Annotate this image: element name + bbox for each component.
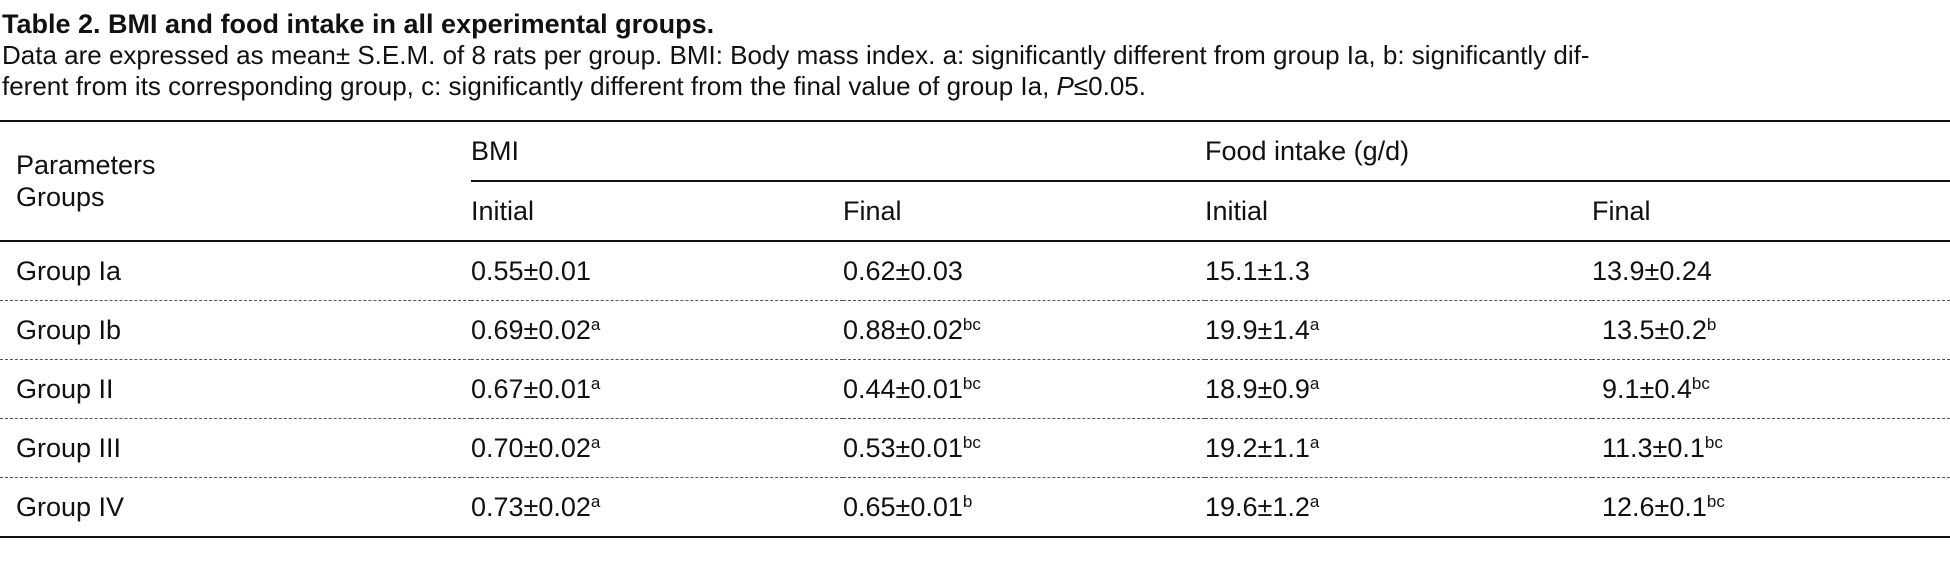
bmi-initial-sup: a bbox=[590, 491, 601, 511]
header-parameters: Parameters bbox=[16, 150, 156, 180]
table-caption: Data are expressed as mean± S.E.M. of 8 … bbox=[0, 40, 1950, 102]
header-food-final: Final bbox=[1592, 181, 1950, 242]
table-row: Group Ia 0.55±0.01 0.62±0.03 15.1±1.3 13… bbox=[0, 241, 1950, 301]
group-name: Group IV bbox=[0, 477, 471, 538]
caption-p-symbol: P bbox=[1056, 71, 1074, 101]
header-parameters-groups: Parameters Groups bbox=[0, 120, 471, 242]
bmi-final-cell: 0.44±0.01bc bbox=[843, 359, 1205, 419]
food-initial-sup: a bbox=[1309, 314, 1320, 334]
caption-line-1: Data are expressed as mean± S.E.M. of 8 … bbox=[2, 40, 1590, 70]
bmi-initial-cell: 0.73±0.02a bbox=[471, 477, 843, 538]
bmi-initial-value: 0.67±0.01 bbox=[471, 373, 591, 404]
bmi-initial-value: 0.55±0.01 bbox=[471, 255, 591, 286]
food-final-sup: bc bbox=[1691, 373, 1710, 393]
bmi-final-cell: 0.88±0.02bc bbox=[843, 300, 1205, 360]
header-bmi: BMI bbox=[471, 120, 1205, 182]
bmi-final-sup: bc bbox=[962, 373, 981, 393]
food-initial-cell: 15.1±1.3 bbox=[1205, 241, 1592, 301]
bmi-final-value: 0.65±0.01 bbox=[843, 491, 963, 522]
food-final-cell: 9.1±0.4bc bbox=[1592, 359, 1950, 419]
header-row-sub: Initial Final Initial Final bbox=[0, 181, 1950, 242]
food-initial-sup: a bbox=[1309, 432, 1320, 452]
caption-line-2: ferent from its corresponding group, c: … bbox=[2, 71, 1057, 101]
header-row-top: Parameters Groups BMI Food intake (g/d) bbox=[0, 120, 1950, 242]
food-final-value: 11.3±0.1 bbox=[1602, 432, 1705, 463]
food-initial-cell: 19.2±1.1a bbox=[1205, 418, 1592, 478]
bmi-final-cell: 0.53±0.01bc bbox=[843, 418, 1205, 478]
bmi-final-cell: 0.62±0.03 bbox=[843, 241, 1205, 301]
food-initial-cell: 18.9±0.9a bbox=[1205, 359, 1592, 419]
bmi-initial-sup: a bbox=[590, 432, 601, 452]
bmi-initial-value: 0.69±0.02 bbox=[471, 314, 591, 345]
food-initial-sup: a bbox=[1309, 373, 1320, 393]
bmi-initial-cell: 0.69±0.02a bbox=[471, 300, 843, 360]
food-initial-value: 19.6±1.2 bbox=[1205, 491, 1310, 522]
bmi-initial-cell: 0.67±0.01a bbox=[471, 359, 843, 419]
food-final-cell: 13.5±0.2b bbox=[1592, 300, 1950, 360]
bmi-final-value: 0.88±0.02 bbox=[843, 314, 963, 345]
food-final-cell: 11.3±0.1bc bbox=[1592, 418, 1950, 478]
food-final-value: 12.6±0.1 bbox=[1602, 491, 1707, 522]
bmi-initial-sup: a bbox=[590, 373, 601, 393]
food-initial-value: 19.2±1.1 bbox=[1205, 432, 1310, 463]
header-bmi-final: Final bbox=[843, 181, 1205, 242]
table-row: Group III 0.70±0.02a 0.53±0.01bc 19.2±1.… bbox=[0, 418, 1950, 478]
header-groups: Groups bbox=[16, 182, 105, 212]
group-name: Group III bbox=[0, 418, 471, 478]
table-row: Group IV 0.73±0.02a 0.65±0.01b 19.6±1.2a… bbox=[0, 477, 1950, 538]
food-final-value: 9.1±0.4 bbox=[1602, 373, 1692, 404]
bmi-initial-sup: a bbox=[590, 314, 601, 334]
food-final-cell: 13.9±0.24 bbox=[1592, 241, 1950, 301]
bmi-final-value: 0.53±0.01 bbox=[843, 432, 963, 463]
header-food-initial: Initial bbox=[1205, 181, 1592, 242]
food-initial-value: 19.9±1.4 bbox=[1205, 314, 1310, 345]
food-final-cell: 12.6±0.1bc bbox=[1592, 477, 1950, 538]
bmi-final-cell: 0.65±0.01b bbox=[843, 477, 1205, 538]
food-final-sup: bc bbox=[1706, 491, 1725, 511]
food-final-value: 13.5±0.2 bbox=[1602, 314, 1707, 345]
bmi-initial-cell: 0.55±0.01 bbox=[471, 241, 843, 301]
group-name: Group Ib bbox=[0, 300, 471, 360]
bmi-final-value: 0.62±0.03 bbox=[843, 255, 963, 286]
data-table: Parameters Groups BMI Food intake (g/d) … bbox=[0, 120, 1950, 538]
group-name: Group Ia bbox=[0, 241, 471, 301]
bmi-final-sup: bc bbox=[962, 432, 981, 452]
food-initial-sup: a bbox=[1309, 491, 1320, 511]
food-initial-cell: 19.9±1.4a bbox=[1205, 300, 1592, 360]
bmi-initial-value: 0.73±0.02 bbox=[471, 491, 591, 522]
group-name: Group II bbox=[0, 359, 471, 419]
food-final-sup: bc bbox=[1704, 432, 1723, 452]
food-initial-value: 15.1±1.3 bbox=[1205, 255, 1310, 286]
table-row: Group II 0.67±0.01a 0.44±0.01bc 18.9±0.9… bbox=[0, 359, 1950, 419]
bmi-initial-value: 0.70±0.02 bbox=[471, 432, 591, 463]
food-initial-cell: 19.6±1.2a bbox=[1205, 477, 1592, 538]
caption-significance: ≤0.05. bbox=[1073, 71, 1146, 101]
table-title: Table 2. BMI and food intake in all expe… bbox=[2, 9, 715, 39]
bmi-final-value: 0.44±0.01 bbox=[843, 373, 963, 404]
bmi-final-sup: bc bbox=[962, 314, 981, 334]
bmi-final-sup: b bbox=[962, 491, 973, 511]
food-final-value: 13.9±0.24 bbox=[1592, 255, 1712, 286]
header-bmi-initial: Initial bbox=[471, 181, 843, 242]
table-row: Group Ib 0.69±0.02a 0.88±0.02bc 19.9±1.4… bbox=[0, 300, 1950, 360]
header-food-intake: Food intake (g/d) bbox=[1205, 120, 1950, 182]
food-initial-value: 18.9±0.9 bbox=[1205, 373, 1310, 404]
bmi-initial-cell: 0.70±0.02a bbox=[471, 418, 843, 478]
food-final-sup: b bbox=[1706, 314, 1717, 334]
